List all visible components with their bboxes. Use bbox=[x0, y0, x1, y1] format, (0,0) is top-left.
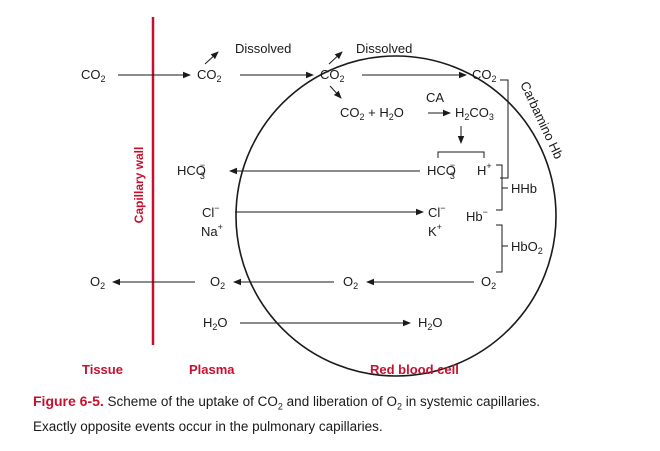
carbonic-anhydrase-label: CA bbox=[426, 90, 444, 105]
caption-line-2: Exactly opposite events occur in the pul… bbox=[33, 418, 383, 434]
o2-rbc: O2 bbox=[343, 274, 358, 291]
dissociation-bracket bbox=[437, 151, 485, 158]
h2o-plasma: H2O bbox=[203, 315, 228, 332]
caption-text-1: Scheme of the uptake of CO bbox=[103, 394, 278, 409]
caption-line-1: Figure 6-5. Scheme of the uptake of CO2 … bbox=[33, 392, 653, 417]
red-blood-cell-membrane bbox=[235, 55, 557, 377]
cl-rbc: Cl− bbox=[428, 203, 446, 220]
hbo2-bracket bbox=[496, 224, 503, 273]
co2-plus-h2o: CO2 + H2O bbox=[340, 105, 404, 122]
figure-caption: Figure 6-5. Scheme of the uptake of CO2 … bbox=[33, 392, 653, 436]
dissolved-rbc-label: Dissolved bbox=[356, 41, 412, 56]
cl-plasma: Cl− bbox=[202, 203, 220, 220]
caption-sub-2: 2 bbox=[397, 401, 403, 412]
rbc-region-label: Red blood cell bbox=[370, 362, 459, 377]
arrow-co2-plasma-dissolved bbox=[204, 51, 219, 65]
o2-hb-site: O2 bbox=[481, 274, 496, 291]
co2-plasma: CO2 bbox=[197, 67, 222, 84]
tissue-region-label: Tissue bbox=[82, 362, 123, 377]
caption-sub-1: 2 bbox=[277, 401, 283, 412]
o2-plasma: O2 bbox=[210, 274, 225, 291]
arrow-co2-to-reaction bbox=[329, 85, 342, 99]
h-plus-rbc: H+ bbox=[477, 161, 492, 178]
plasma-region-label: Plasma bbox=[189, 362, 235, 377]
h2co3-label: H2CO3 bbox=[455, 105, 494, 122]
dissolved-plasma-label: Dissolved bbox=[235, 41, 291, 56]
hb-label: Hb− bbox=[466, 207, 488, 224]
co2-rbc: CO2 bbox=[320, 67, 345, 84]
na-plasma: Na+ bbox=[201, 222, 223, 239]
carbamino-bracket bbox=[500, 79, 509, 179]
co2-carbamino-site: CO2 bbox=[472, 67, 497, 84]
hhb-bracket bbox=[496, 164, 503, 211]
caption-text-2: and liberation of O bbox=[282, 394, 397, 409]
hco3-plasma: HCO3− bbox=[177, 160, 206, 181]
co2-tissue: CO2 bbox=[81, 67, 106, 84]
hbo2-label: HbO2 bbox=[511, 239, 543, 256]
figure-number: Figure 6-5. bbox=[33, 393, 104, 409]
arrow-co2-rbc-dissolved bbox=[328, 51, 343, 65]
hco3-rbc: HCO3− bbox=[427, 160, 456, 181]
h2o-rbc: H2O bbox=[418, 315, 443, 332]
k-rbc: K+ bbox=[428, 222, 442, 239]
caption-text-3: in systemic capillaries. bbox=[402, 394, 541, 409]
hhb-label: HHb bbox=[511, 181, 537, 196]
capillary-wall-label: Capillary wall bbox=[132, 147, 146, 224]
o2-tissue: O2 bbox=[90, 274, 105, 291]
